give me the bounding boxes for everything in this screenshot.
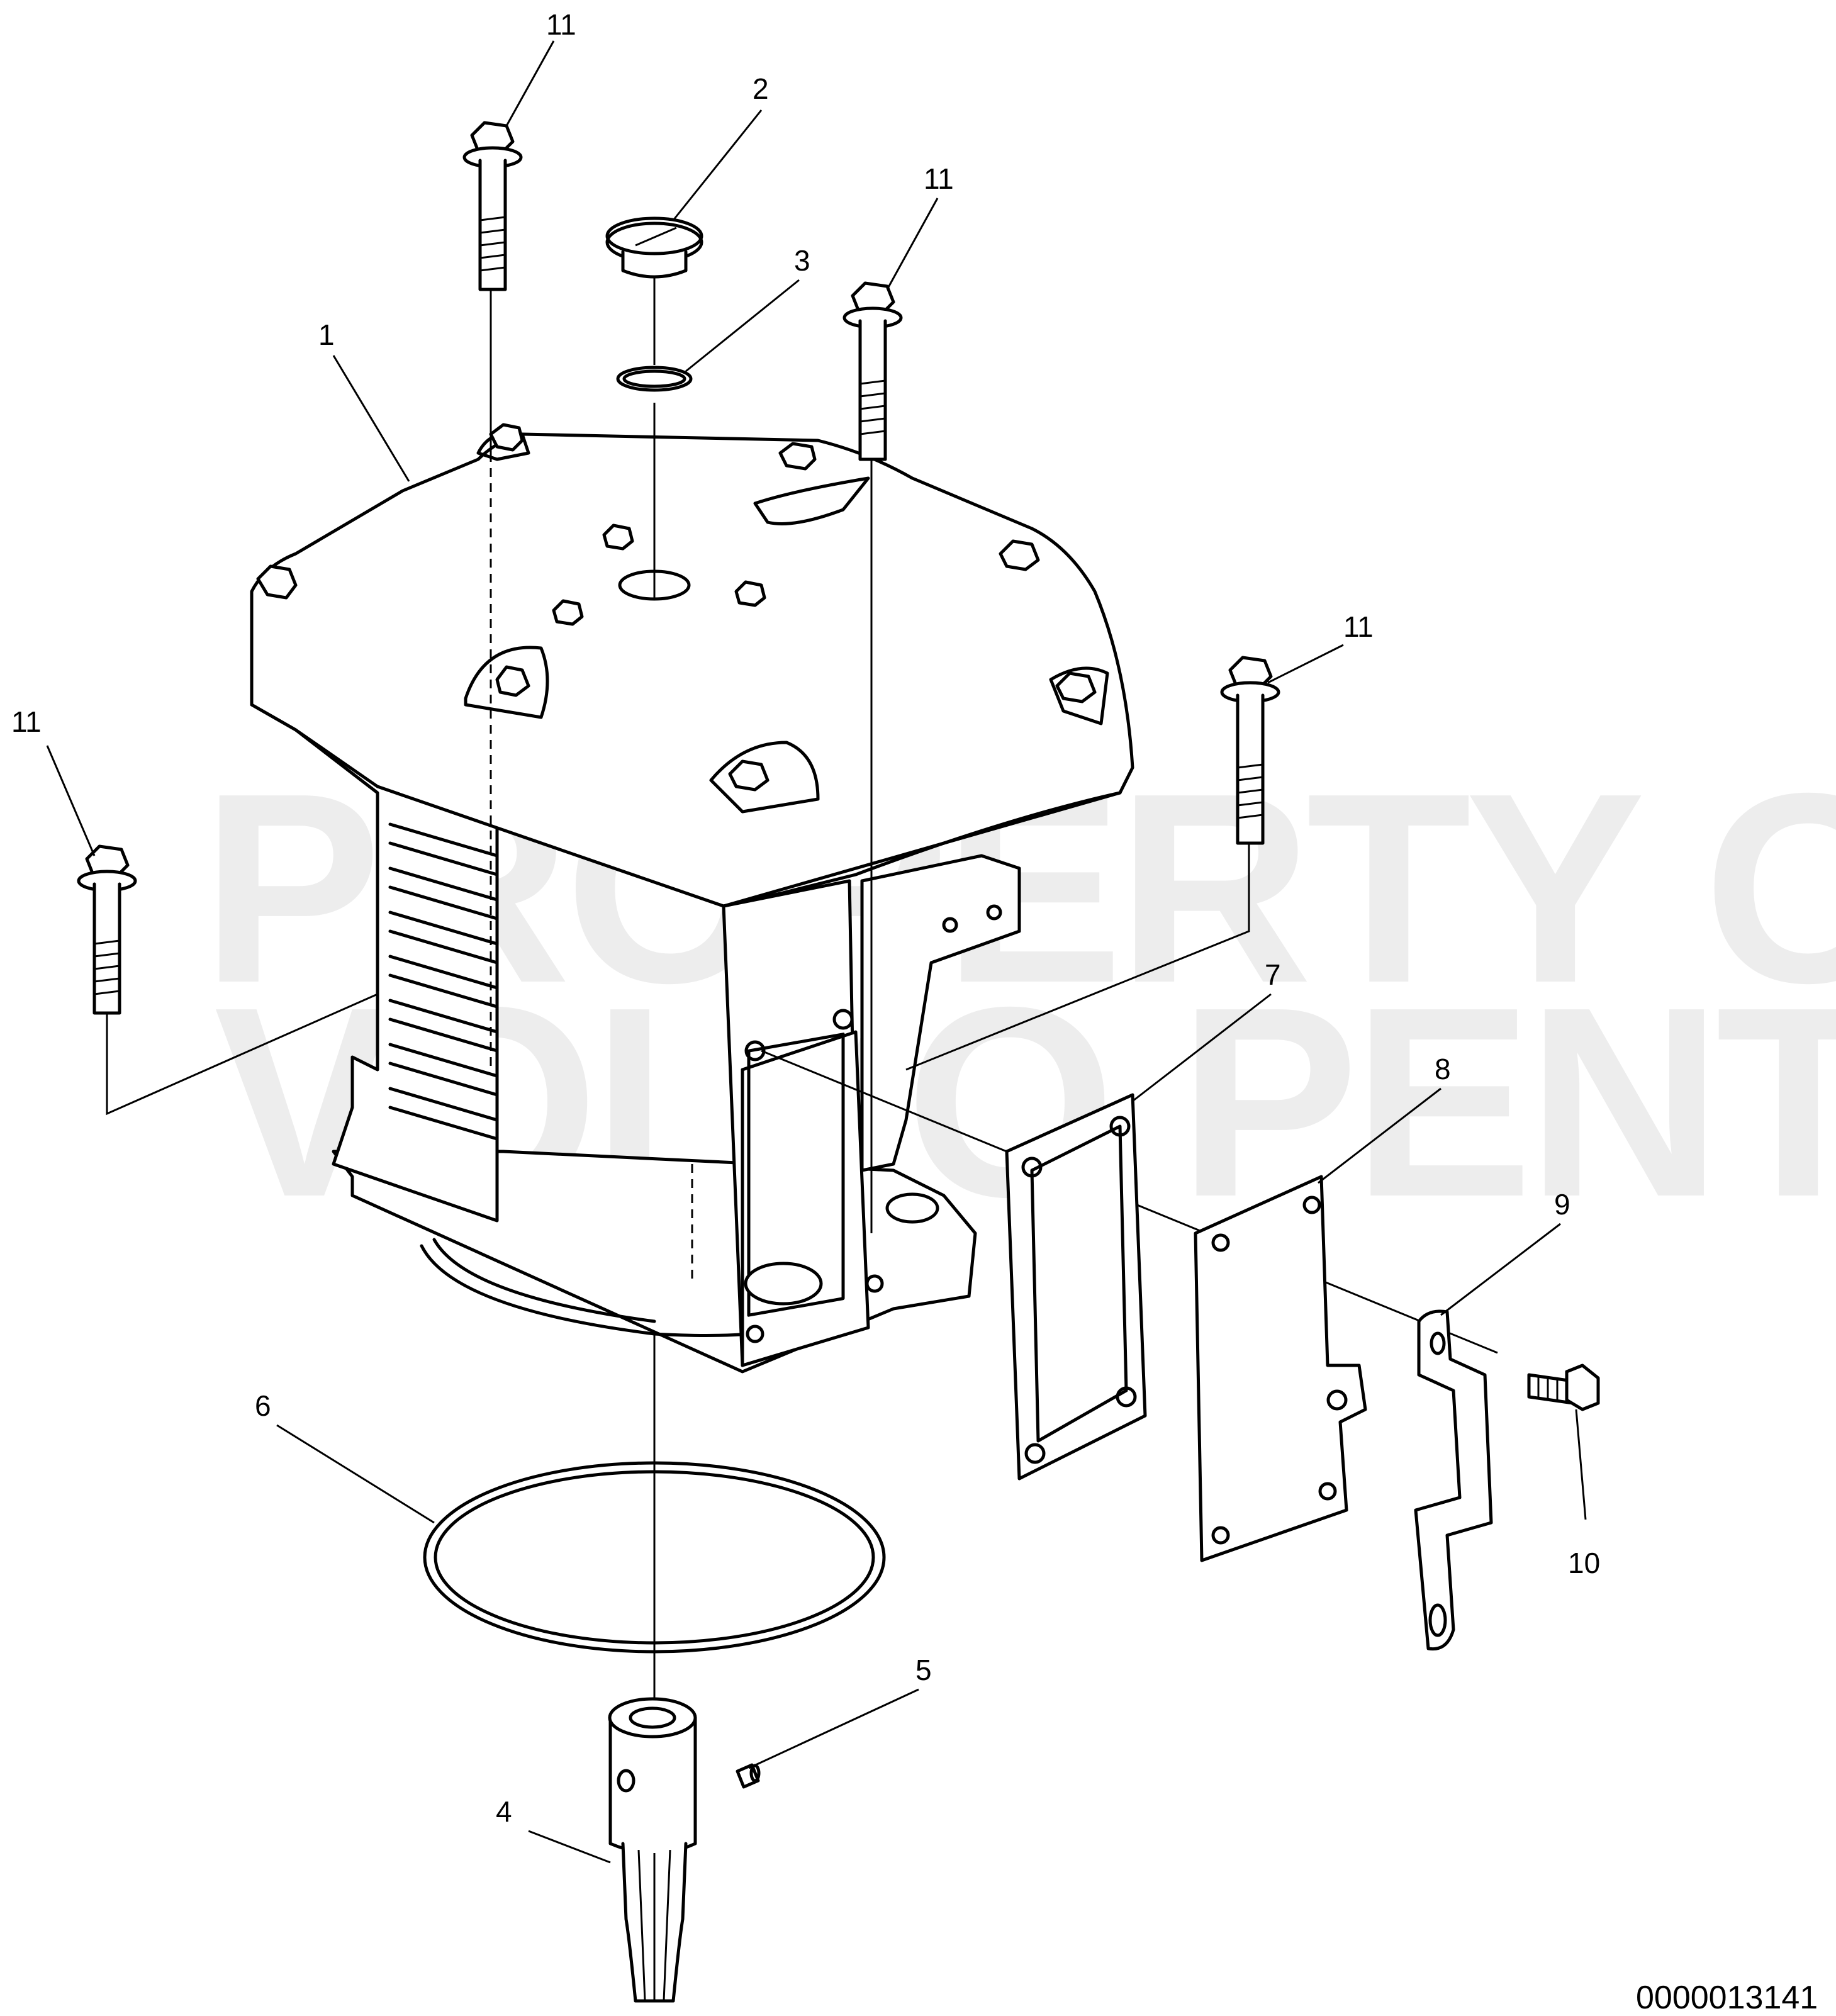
part-4-coupling	[608, 1697, 697, 2003]
callout-4: 4	[496, 1795, 512, 1828]
part-1-housing	[250, 423, 1134, 1374]
part-11-bolt-a	[462, 121, 523, 291]
document-number: 0000013141	[1636, 1980, 1818, 2013]
part-11-bolt-c	[1220, 656, 1280, 845]
part-11-bolt-b	[842, 281, 903, 461]
callout-3: 3	[794, 244, 810, 277]
part-11-bolt-d	[77, 844, 137, 1015]
part-3-o-ring	[616, 366, 693, 392]
callout-7: 7	[1265, 958, 1281, 991]
cooling-fins	[388, 822, 499, 1141]
part-6-large-o-ring	[423, 1461, 886, 1654]
callout-1: 1	[318, 318, 335, 351]
callout-11-top-left: 11	[546, 8, 576, 41]
callout-9: 9	[1554, 1188, 1570, 1221]
callout-11-left: 11	[11, 705, 42, 738]
callout-labels: 1 2 3 4 5 6 7 8 9 10 11 11 11 11	[11, 8, 1600, 1828]
callout-10: 10	[1568, 1547, 1600, 1579]
part-2-plug	[605, 216, 703, 279]
callout-2: 2	[753, 72, 769, 105]
part-8-cover-plate	[1194, 1175, 1367, 1562]
callout-6: 6	[255, 1389, 271, 1422]
callout-11-right: 11	[1343, 610, 1374, 643]
callout-8: 8	[1435, 1053, 1451, 1085]
leader-lines	[46, 40, 1587, 1864]
part-7-gasket	[1005, 1093, 1147, 1481]
part-5-pin	[736, 1763, 761, 1789]
callout-11-top-center: 11	[924, 162, 954, 195]
part-9-bracket	[1414, 1309, 1493, 1651]
part-10-screw	[1527, 1364, 1600, 1411]
callout-5: 5	[915, 1654, 932, 1686]
head-bolts	[256, 423, 1097, 792]
